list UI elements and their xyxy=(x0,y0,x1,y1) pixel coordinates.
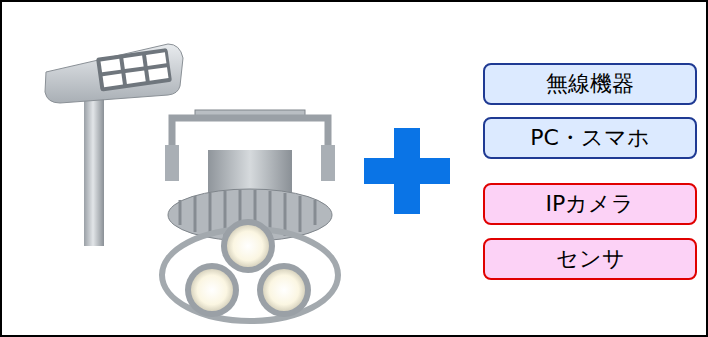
device-box: PC・スマホ xyxy=(483,117,697,159)
led-lens xyxy=(191,269,233,311)
led-panel xyxy=(96,48,172,92)
box-label: PC・スマホ xyxy=(530,125,650,150)
device-box: 無線機器 xyxy=(483,63,697,105)
light-pole xyxy=(84,92,104,246)
led-module xyxy=(221,219,275,273)
box-label: 無線機器 xyxy=(546,71,634,96)
led-lens xyxy=(227,225,269,267)
led-cell xyxy=(123,56,143,70)
sensor-box: センサ xyxy=(483,238,697,280)
bracket-arm xyxy=(165,145,179,181)
plus-bar xyxy=(364,158,450,184)
led-housing xyxy=(257,263,311,317)
sensor-box: IPカメラ xyxy=(483,183,697,225)
led-array xyxy=(96,48,172,92)
led-cell xyxy=(101,59,121,73)
high-bay-light xyxy=(162,110,338,321)
bracket-arm xyxy=(321,145,335,181)
lamp-head xyxy=(45,44,183,103)
plus-sign xyxy=(364,128,450,214)
led-housing xyxy=(221,219,275,273)
box-label: IPカメラ xyxy=(546,191,635,216)
led-housing xyxy=(185,263,239,317)
mount-bracket xyxy=(172,118,328,150)
led-module xyxy=(185,263,239,317)
led-cell xyxy=(148,67,168,81)
street-light xyxy=(45,44,183,246)
led-lens xyxy=(263,269,305,311)
led-cell xyxy=(146,52,166,66)
led-cell xyxy=(125,70,145,84)
led-module xyxy=(257,263,311,317)
led-cell xyxy=(103,74,123,88)
box-label: センサ xyxy=(556,246,625,271)
